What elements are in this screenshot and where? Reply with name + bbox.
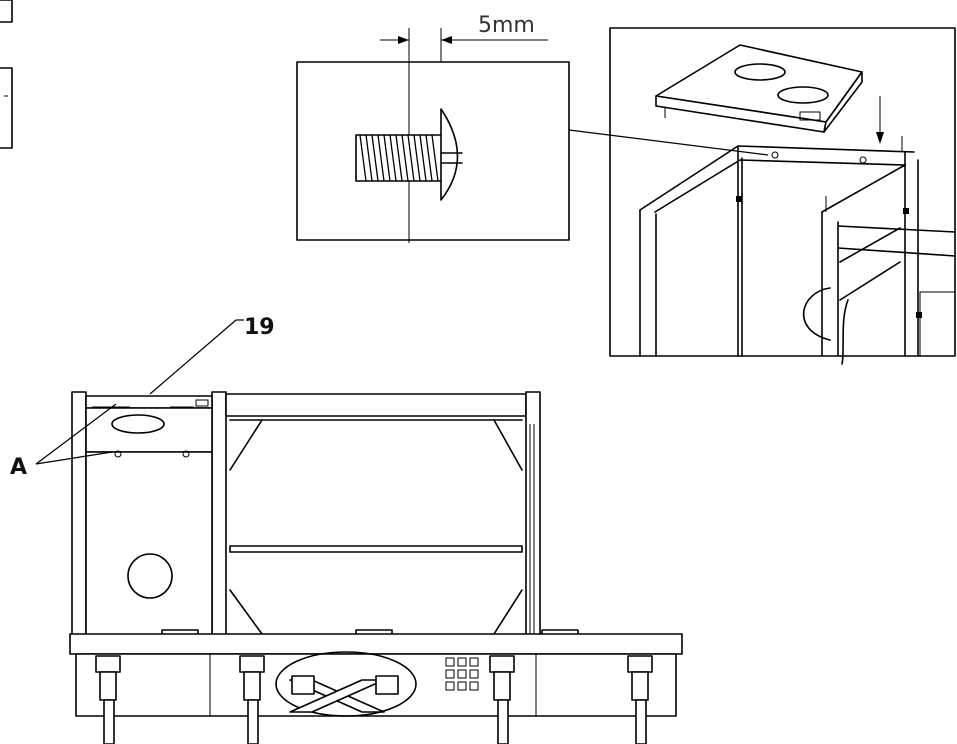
gap-dimension-label: 5mm [478,13,535,38]
caster-4 [627,655,653,744]
caster-3 [489,655,515,744]
screw [355,108,463,201]
caster-2 [239,655,265,744]
main-assembly [69,391,683,744]
callout-19: 19 [149,315,275,395]
edge-fragment-left [0,0,13,149]
pipe-coupling [275,651,417,717]
top-cover [655,44,863,133]
screw-detail-panel: 5mm [296,13,570,243]
left-module [71,391,227,643]
screw-point-label: A [10,455,27,480]
base-rail [69,629,683,717]
right-frame [225,391,541,643]
enlarged-frame [639,136,956,365]
keypad [445,657,479,691]
caster-1 [95,655,121,744]
part-number-label: 19 [244,315,275,340]
enlarged-view-panel [609,27,956,365]
gap-dimension: 5mm [380,13,548,243]
detail-leader [568,129,769,156]
callout-A: A [10,403,117,480]
